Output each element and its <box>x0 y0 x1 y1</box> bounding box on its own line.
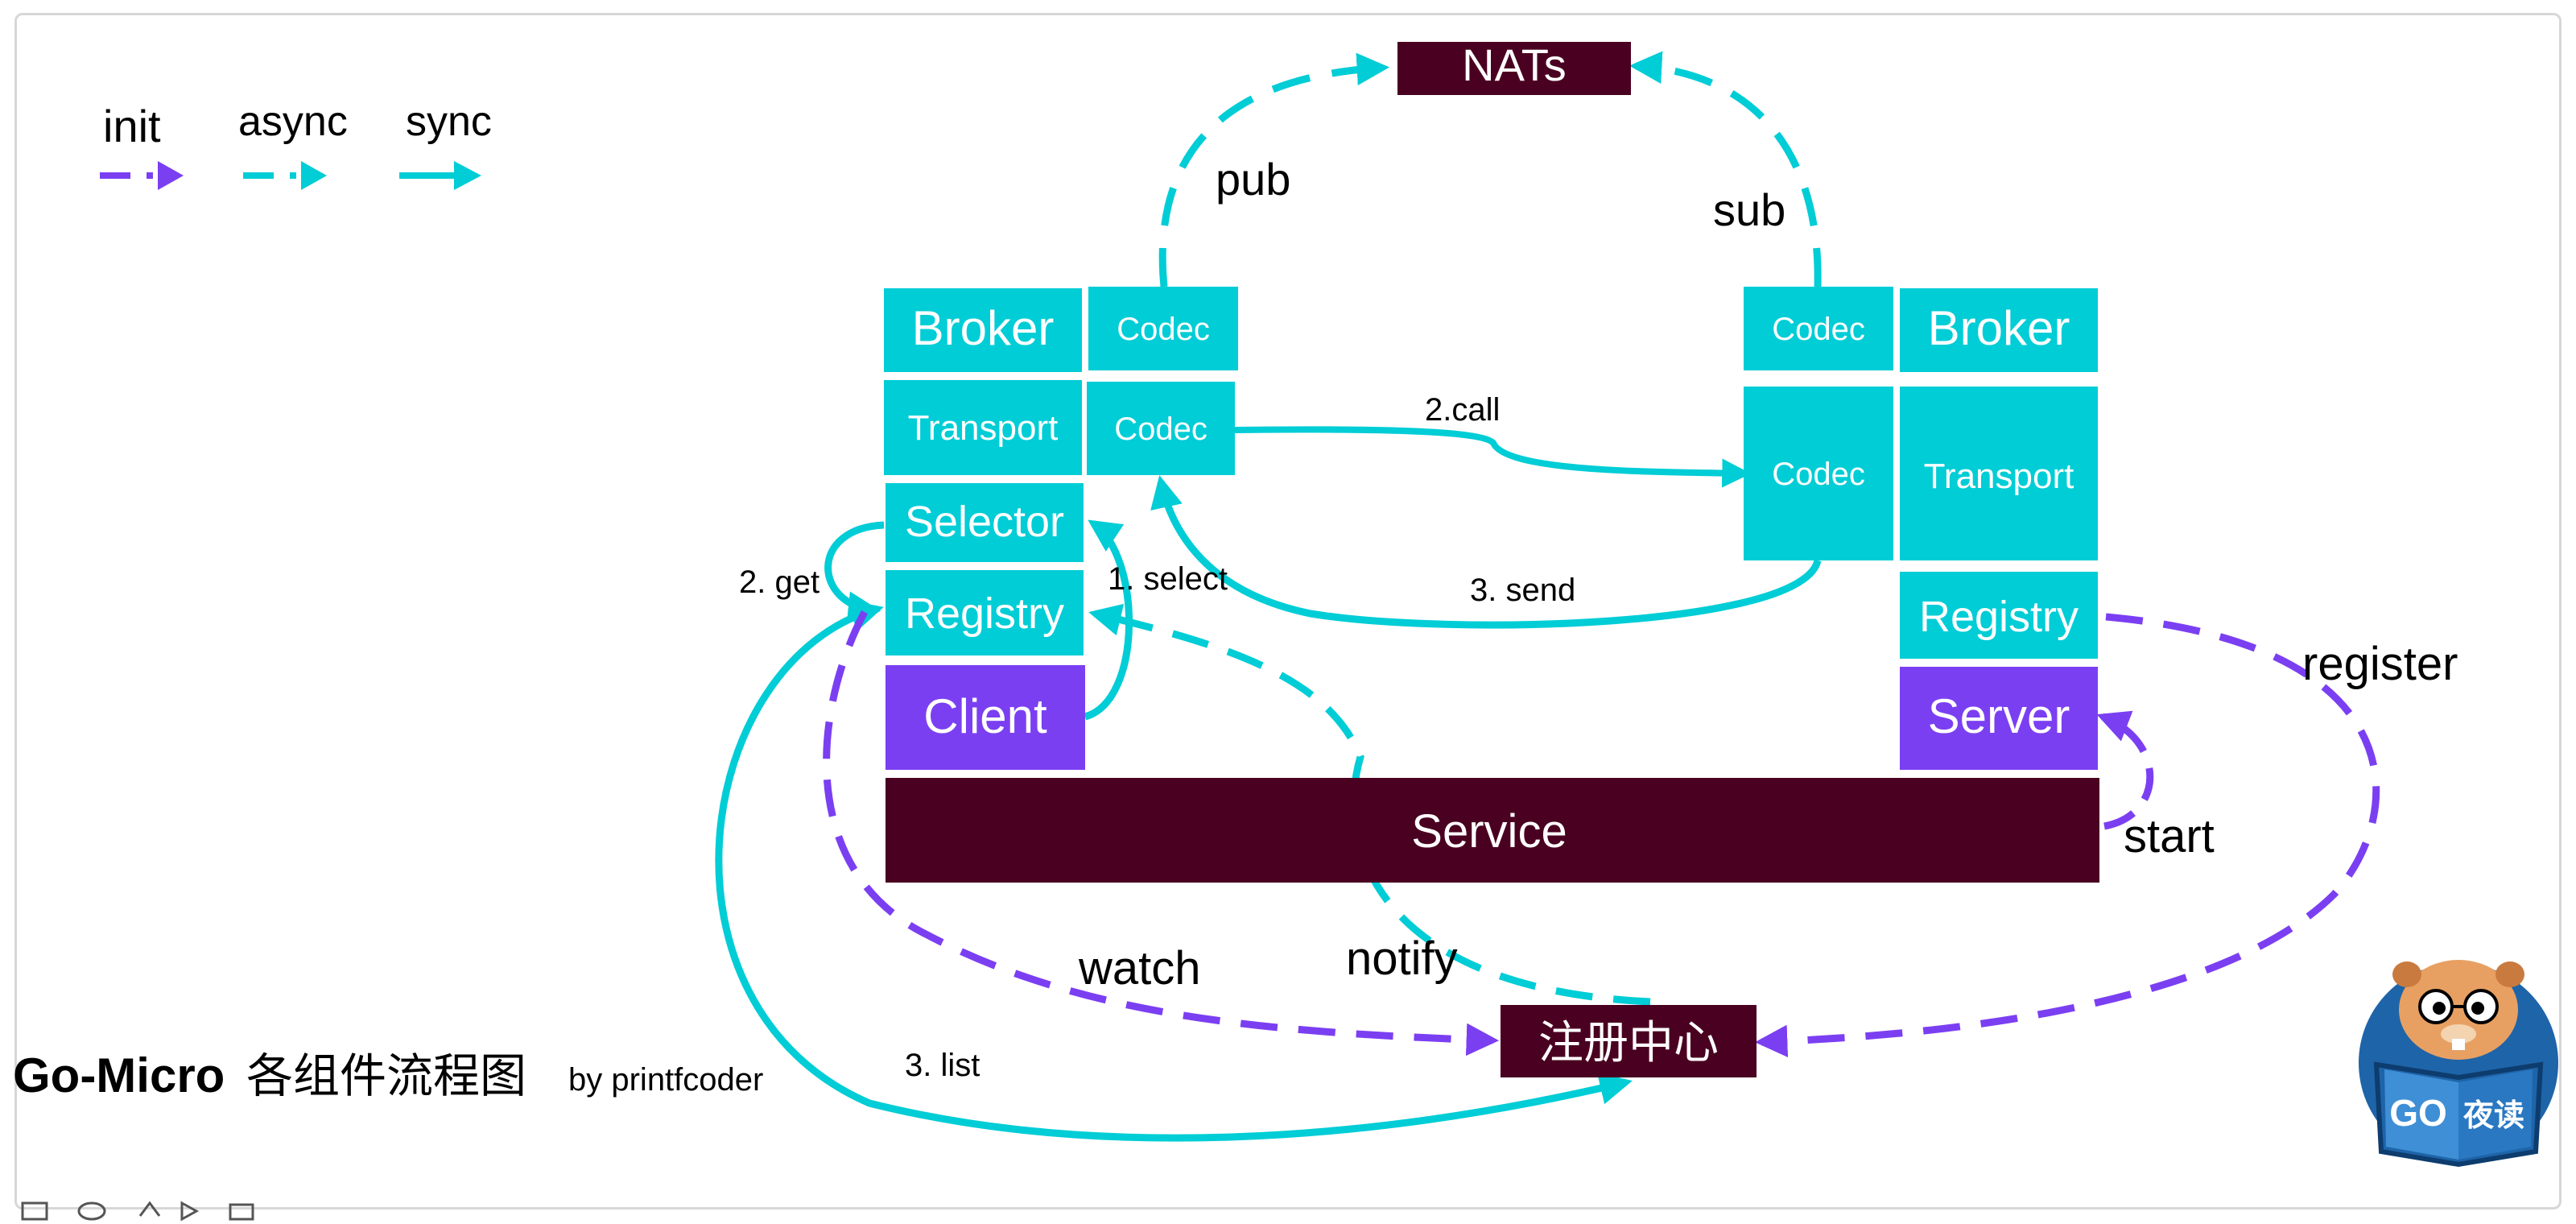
edge-watch-label: watch <box>1078 942 1201 994</box>
title-name: Go-Micro <box>13 1048 225 1102</box>
client-transport-codec-box <box>1087 382 1235 475</box>
edge-start-label: start <box>2124 810 2215 862</box>
logo-go-text: GO <box>2389 1092 2447 1134</box>
server-registry-label: Registry <box>1919 593 2079 641</box>
edge-sub <box>1629 51 1822 287</box>
client-transport-box <box>884 380 1082 475</box>
legend: init async sync <box>100 98 492 190</box>
edge-get-label: 2. get <box>739 564 819 600</box>
edge-list <box>715 600 1633 1142</box>
legend-sync-label: sync <box>406 98 492 145</box>
legend-async-label: async <box>238 98 348 145</box>
edge-notify <box>1088 603 1651 1006</box>
legend-async-arrow-icon <box>301 161 327 190</box>
play-icon[interactable] <box>180 1201 200 1222</box>
edge-select-label: 1. select <box>1108 561 1228 597</box>
client-broker-codec-label: Codec <box>1117 312 1210 347</box>
server-broker-codec-label: Codec <box>1772 312 1865 347</box>
edge-notify-label: notify <box>1346 932 1458 985</box>
diagram-title: Go-Micro 各组件流程图 by printfcoder <box>13 1048 763 1103</box>
server-registry-box <box>1900 572 2098 659</box>
home-icon[interactable] <box>138 1201 161 1217</box>
service-label: Service <box>1411 805 1567 858</box>
service-bar <box>886 778 2099 883</box>
selector-box <box>886 483 1084 562</box>
server-broker-codec-box <box>1744 287 1893 370</box>
view-icon[interactable] <box>77 1201 106 1221</box>
edge-register <box>1754 613 2380 1058</box>
edge-list-label: 3. list <box>905 1048 980 1083</box>
legend-sync-arrow-icon <box>454 161 481 190</box>
server-transport-label: Transport <box>1924 457 2074 496</box>
client-transport-label: Transport <box>908 408 1059 448</box>
edge-labels: pub sub 2.call 3. send 2. get 1. select … <box>739 154 2458 1083</box>
legend-init-label: init <box>103 101 161 151</box>
logo-text: 夜读 <box>2462 1098 2524 1133</box>
edges <box>715 51 2380 1142</box>
server-label: Server <box>1928 689 2070 743</box>
edge-get <box>824 521 885 624</box>
title-subtitle: 各组件流程图 <box>246 1048 526 1103</box>
server-transport-codec-box <box>1744 387 1893 560</box>
server-broker-box <box>1900 288 2098 372</box>
edge-watch <box>823 610 1500 1057</box>
server-transport-box <box>1900 387 2098 560</box>
edge-call <box>1234 426 1752 488</box>
edge-pub-label: pub <box>1216 154 1290 205</box>
registry-center-label: 注册中心 <box>1538 1017 1719 1069</box>
client-broker-codec-box <box>1088 287 1238 370</box>
edge-sub-label: sub <box>1713 184 1785 235</box>
server-box <box>1900 667 2098 770</box>
slide-toolbar[interactable] <box>21 1201 254 1222</box>
selector-label: Selector <box>905 498 1064 546</box>
nats-label: NATs <box>1462 39 1567 90</box>
nats-box <box>1397 42 1631 95</box>
client-registry-box <box>886 570 1084 655</box>
legend-init-arrow-icon <box>158 161 184 190</box>
client-registry-label: Registry <box>905 589 1064 638</box>
server-transport-codec-label: Codec <box>1772 457 1865 492</box>
client-broker-label: Broker <box>912 301 1055 355</box>
notes-icon[interactable] <box>21 1201 48 1221</box>
title-author: by printfcoder <box>568 1062 763 1098</box>
edge-call-label: 2.call <box>1425 392 1500 428</box>
edge-start <box>2096 710 2154 830</box>
client-broker-box <box>884 288 1082 372</box>
client-box <box>886 665 1085 770</box>
client-transport-codec-label: Codec <box>1114 411 1208 447</box>
client-label: Client <box>923 689 1047 743</box>
server-broker-label: Broker <box>1928 301 2070 355</box>
registry-center-box <box>1501 1005 1757 1077</box>
edge-send-label: 3. send <box>1470 573 1575 608</box>
edge-register-label: register <box>2302 638 2458 690</box>
screen-icon[interactable] <box>229 1203 254 1221</box>
go-night-reading-logo: GO 夜读 <box>2359 960 2558 1168</box>
